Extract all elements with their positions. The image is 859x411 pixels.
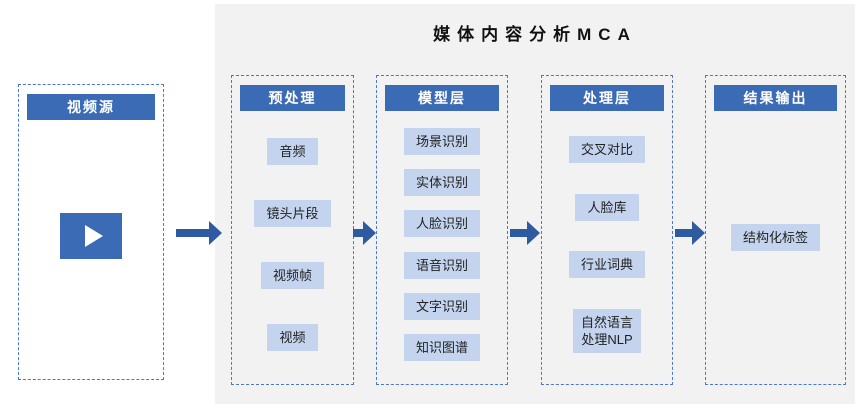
node-text-recognition: 文字识别 [403,292,480,320]
column-header-video-source: 视频源 [27,94,155,120]
node-cross-compare: 交叉对比 [568,136,645,164]
node-knowledge-graph: 知识图谱 [403,333,480,361]
column-video-source: 视频源 [18,84,164,380]
column-header-processing-layer: 处理层 [550,85,664,111]
arrow-head-icon [209,221,222,245]
column-model-layer: 模型层 场景识别 实体识别 人脸识别 语音识别 文字识别 知识图谱 [376,75,508,385]
arrow-head-icon [692,221,705,245]
node-shot-clip: 镜头片段 [254,200,331,228]
arrow-shaft [176,229,209,237]
arrow-head-icon [527,221,540,245]
preprocessing-items: 音频 镜头片段 视频帧 视频 [232,111,353,384]
node-video-frame: 视频帧 [260,261,324,289]
play-icon [84,225,103,247]
node-scene-recognition: 场景识别 [403,128,480,156]
flow-arrow-4 [675,221,705,245]
column-result-output: 结果输出 结构化标签 [705,75,846,385]
result-output-items: 结构化标签 [706,111,845,384]
flow-arrow-1 [176,221,222,245]
column-preprocessing: 预处理 音频 镜头片段 视频帧 视频 [231,75,354,385]
node-face-database: 人脸库 [575,193,639,221]
play-button[interactable] [60,213,122,259]
column-header-preprocessing: 预处理 [240,85,345,111]
node-speech-recognition: 语音识别 [403,251,480,279]
node-structured-tags: 结构化标签 [730,224,820,251]
column-header-result-output: 结果输出 [714,85,837,111]
column-processing-layer: 处理层 交叉对比 人脸库 行业词典 自然语言处理NLP [541,75,673,385]
node-face-recognition: 人脸识别 [403,210,480,238]
node-audio: 音频 [267,138,318,166]
model-layer-items: 场景识别 实体识别 人脸识别 语音识别 文字识别 知识图谱 [377,111,507,384]
arrow-shaft [675,229,692,237]
arrow-head-icon [363,221,376,245]
arrow-shaft [353,229,363,237]
node-industry-dictionary: 行业词典 [568,251,645,279]
column-header-model-layer: 模型层 [385,85,499,111]
processing-layer-items: 交叉对比 人脸库 行业词典 自然语言处理NLP [542,111,672,384]
node-entity-recognition: 实体识别 [403,169,480,197]
diagram-title: 媒体内容分析MCA [433,25,637,44]
arrow-shaft [510,229,527,237]
node-video: 视频 [267,323,318,351]
node-nlp: 自然语言处理NLP [573,308,641,353]
flow-arrow-2 [353,221,376,245]
flow-arrow-3 [510,221,540,245]
